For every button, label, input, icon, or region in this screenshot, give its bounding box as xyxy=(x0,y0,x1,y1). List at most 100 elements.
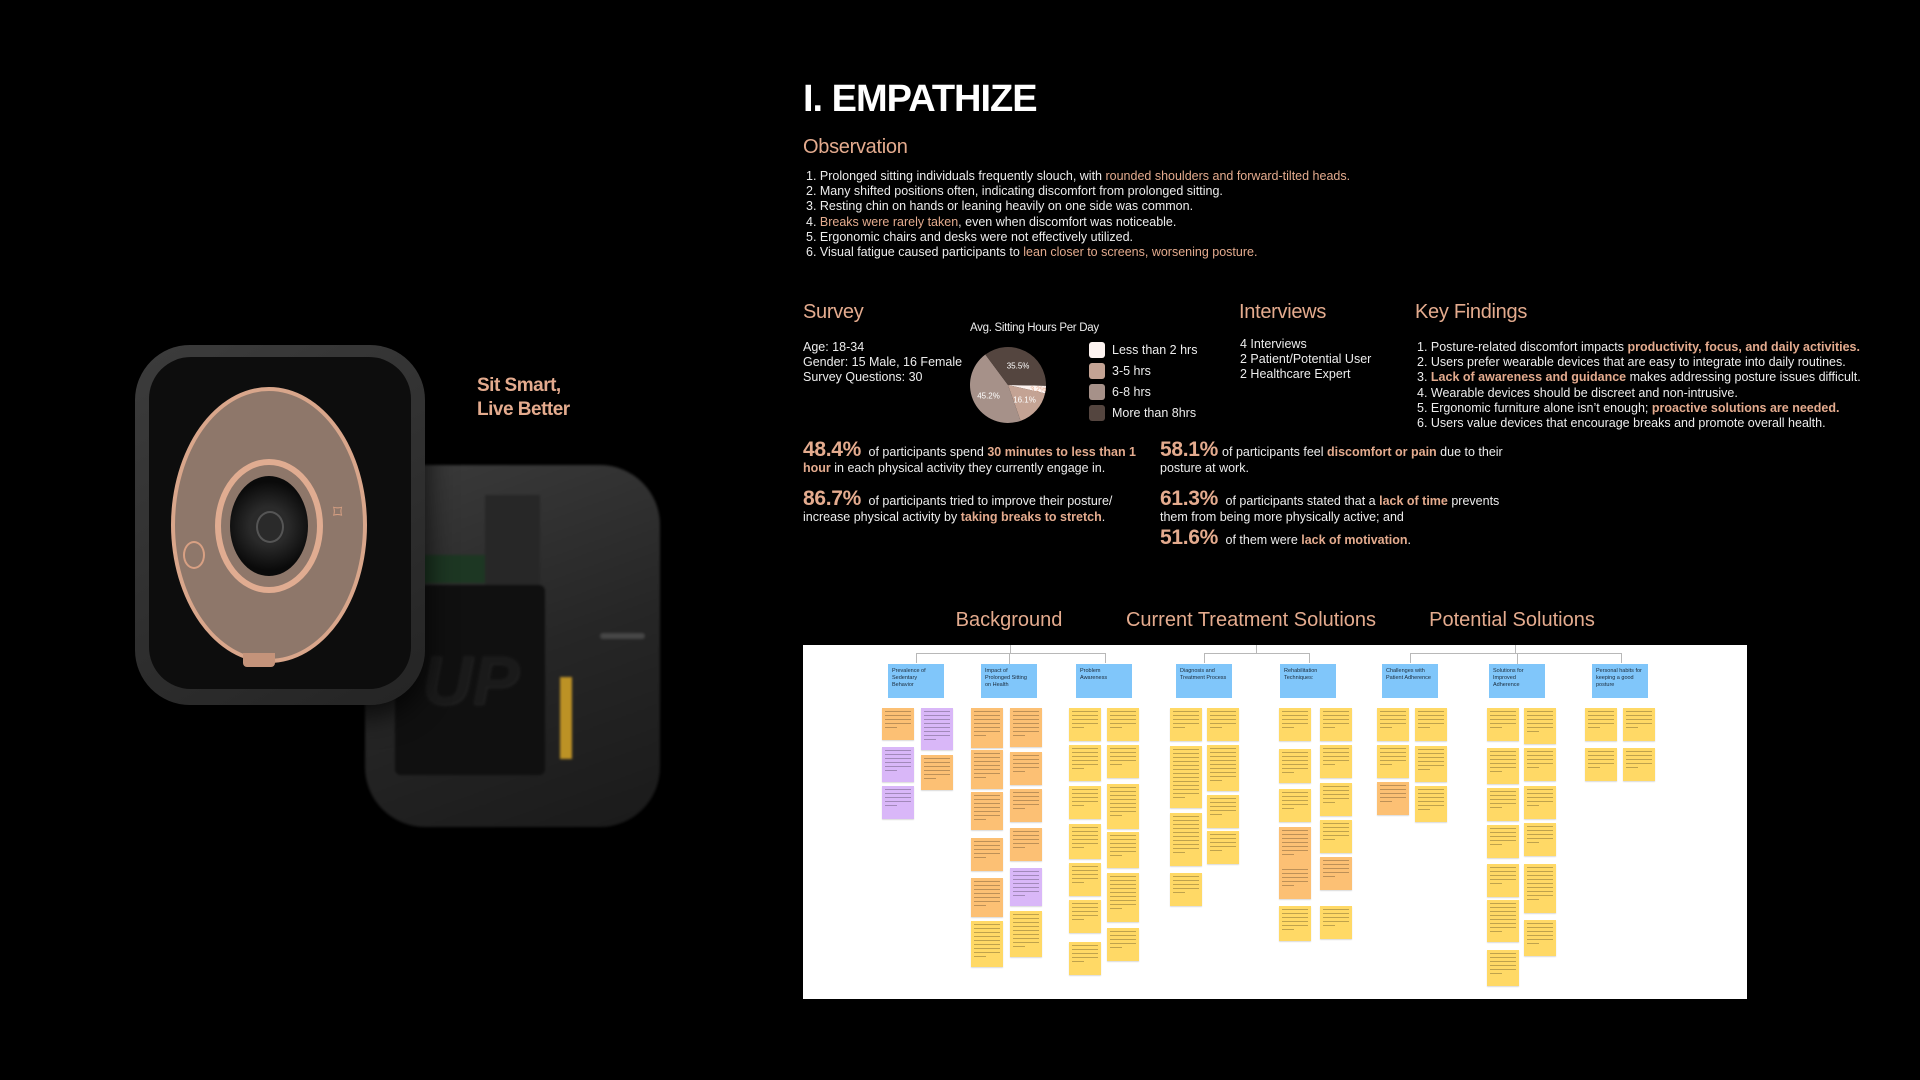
survey-heading: Survey xyxy=(803,301,864,323)
highlight-text: discomfort or pain xyxy=(1326,445,1437,459)
sticky-note xyxy=(1279,789,1311,822)
text-segment: of participants tried to improve their p… xyxy=(803,494,1113,524)
device-logo: UP xyxy=(421,641,519,719)
category-header-card: Diagnosis and Treatment Process xyxy=(1176,664,1232,698)
text-segment: makes addressing posture issues difficul… xyxy=(1626,370,1861,385)
sitting-hours-pie-chart: 3.2%16.1%45.2%35.5% xyxy=(970,347,1046,423)
pie-slice xyxy=(1008,385,1046,394)
sticky-note xyxy=(1377,745,1409,778)
lens xyxy=(230,476,308,576)
sticky-note xyxy=(1377,782,1409,815)
text-segment: of them were xyxy=(1222,533,1302,547)
stat-percentage: 48.4% xyxy=(803,438,862,461)
stat-percentage: 51.6% xyxy=(1160,526,1219,549)
category-header-card: Challenges with Patient Adherence xyxy=(1382,664,1438,698)
sticky-note xyxy=(1010,911,1042,957)
sticky-note xyxy=(1320,857,1352,890)
text-segment: 2. Many shifted positions often, indicat… xyxy=(806,184,1223,199)
section-potential-solutions: Potential Solutions xyxy=(1429,609,1595,631)
text-segment: . xyxy=(1407,533,1412,547)
device-back: UP xyxy=(365,465,660,827)
category-header-card: Impact of Prolonged Sitting on Health xyxy=(981,664,1037,698)
list-item: 1. Prolonged sitting individuals frequen… xyxy=(806,169,1350,184)
sticky-note xyxy=(1623,748,1655,781)
pie-slice xyxy=(970,354,1021,423)
pie-title: Avg. Sitting Hours Per Day xyxy=(970,322,1099,334)
list-item: 2. Many shifted positions often, indicat… xyxy=(806,184,1350,199)
sticky-note xyxy=(1585,748,1617,781)
sticky-note xyxy=(882,786,914,819)
sticky-note xyxy=(971,921,1003,967)
text-segment: 6. Visual fatigue caused participants to xyxy=(806,245,1024,260)
sticky-note xyxy=(1010,708,1042,747)
stat-lack-of-time: 61.3% of participants stated that a lack… xyxy=(1160,488,1520,525)
list-item: 5. Ergonomic furniture alone isn’t enoug… xyxy=(1417,401,1861,416)
sticky-note xyxy=(1487,708,1519,741)
legend-swatch xyxy=(1089,341,1105,358)
product-render: UP ⌑ xyxy=(120,330,680,850)
legend-item: More than 8hrs xyxy=(1089,402,1197,423)
sticky-note xyxy=(971,792,1003,830)
sticky-note xyxy=(1107,708,1139,741)
legend-label: Less than 2 hrs xyxy=(1112,342,1198,357)
pie-slice-label: 35.5% xyxy=(1007,361,1030,370)
stat-activity-duration: 48.4% of participants spend 30 minutes t… xyxy=(803,439,1163,476)
sticky-note xyxy=(1010,868,1042,906)
sticky-note xyxy=(1207,708,1239,741)
category-header-card: Solutions for Improved Adherence xyxy=(1489,664,1545,698)
connector-line xyxy=(1009,653,1010,664)
sticky-note xyxy=(1585,708,1617,741)
sticky-note xyxy=(971,838,1003,871)
section-background: Background xyxy=(955,609,1063,631)
tagline-line1: Sit Smart, xyxy=(477,375,561,396)
sticky-note xyxy=(1279,827,1311,866)
sticky-note xyxy=(1207,745,1239,791)
interviews-patients: 2 Patient/Potential User xyxy=(1240,352,1372,366)
observation-heading: Observation xyxy=(803,136,908,158)
highlight-text: rounded shoulders and forward-tilted hea… xyxy=(1105,169,1351,183)
text-segment: , even when discomfort was noticeable. xyxy=(958,214,1177,229)
highlight-text: proactive solutions are needed. xyxy=(1651,400,1840,415)
text-segment: 6. Users value devices that encourage br… xyxy=(1417,416,1826,431)
sticky-note xyxy=(971,878,1003,917)
sticky-note xyxy=(1279,708,1311,741)
sticky-note xyxy=(1377,708,1409,741)
sticky-note xyxy=(1279,749,1311,783)
sticky-note xyxy=(921,755,953,790)
device-disc: ⌑ xyxy=(171,387,367,663)
sticky-note xyxy=(971,708,1003,748)
sticky-note xyxy=(1524,786,1556,819)
connector-line xyxy=(1204,653,1310,663)
pie-slice xyxy=(1008,385,1046,421)
connector-line xyxy=(1010,645,1011,653)
interviews-heading: Interviews xyxy=(1239,301,1327,323)
pie-slice-label: 16.1% xyxy=(1013,396,1036,405)
pie-legend: Less than 2 hrs 3-5 hrs 6-8 hrs More tha… xyxy=(1089,339,1197,423)
list-item: 1. Posture-related discomfort impacts pr… xyxy=(1417,340,1861,355)
text-segment: 5. Ergonomic chairs and desks were not e… xyxy=(806,229,1134,244)
highlight-text: Lack of awareness and guidance xyxy=(1430,370,1627,385)
text-segment: 5. Ergonomic furniture alone isn’t enoug… xyxy=(1417,400,1652,415)
survey-questions: Survey Questions: 30 xyxy=(803,370,923,384)
text-segment: 4. Wearable devices should be discreet a… xyxy=(1417,385,1738,400)
target-check-icon xyxy=(256,511,284,543)
connector-line xyxy=(1410,653,1622,663)
sticky-note xyxy=(1010,828,1042,861)
list-item: 6. Users value devices that encourage br… xyxy=(1417,416,1861,431)
tagline-line2: Live Better xyxy=(477,399,570,420)
stat-improve-posture: 86.7% of participants tried to improve t… xyxy=(803,488,1163,525)
text-segment: prevents them from being more physically… xyxy=(1160,494,1500,524)
interviews-details: 4 Interviews 2 Patient/Potential User 2 … xyxy=(1240,337,1371,382)
category-header-card: Rehabilitation Techniques: xyxy=(1280,664,1336,698)
survey-details: Age: 18-34 Gender: 15 Male, 16 Female Su… xyxy=(803,340,962,385)
text-segment: . xyxy=(1101,510,1106,524)
highlight-text: lack of motivation xyxy=(1301,533,1408,547)
highlight-text: taking breaks to stretch xyxy=(960,510,1102,524)
text-segment: 1. Posture-related discomfort impacts xyxy=(1417,340,1628,354)
sticky-note xyxy=(1487,900,1519,942)
text-segment: 3. Resting chin on hands or leaning heav… xyxy=(806,199,1194,214)
list-item: 4. Wearable devices should be discreet a… xyxy=(1417,386,1861,401)
sticky-note xyxy=(1069,745,1101,781)
list-item: 5. Ergonomic chairs and desks were not e… xyxy=(806,230,1350,245)
list-item: 3. Resting chin on hands or leaning heav… xyxy=(806,199,1350,214)
